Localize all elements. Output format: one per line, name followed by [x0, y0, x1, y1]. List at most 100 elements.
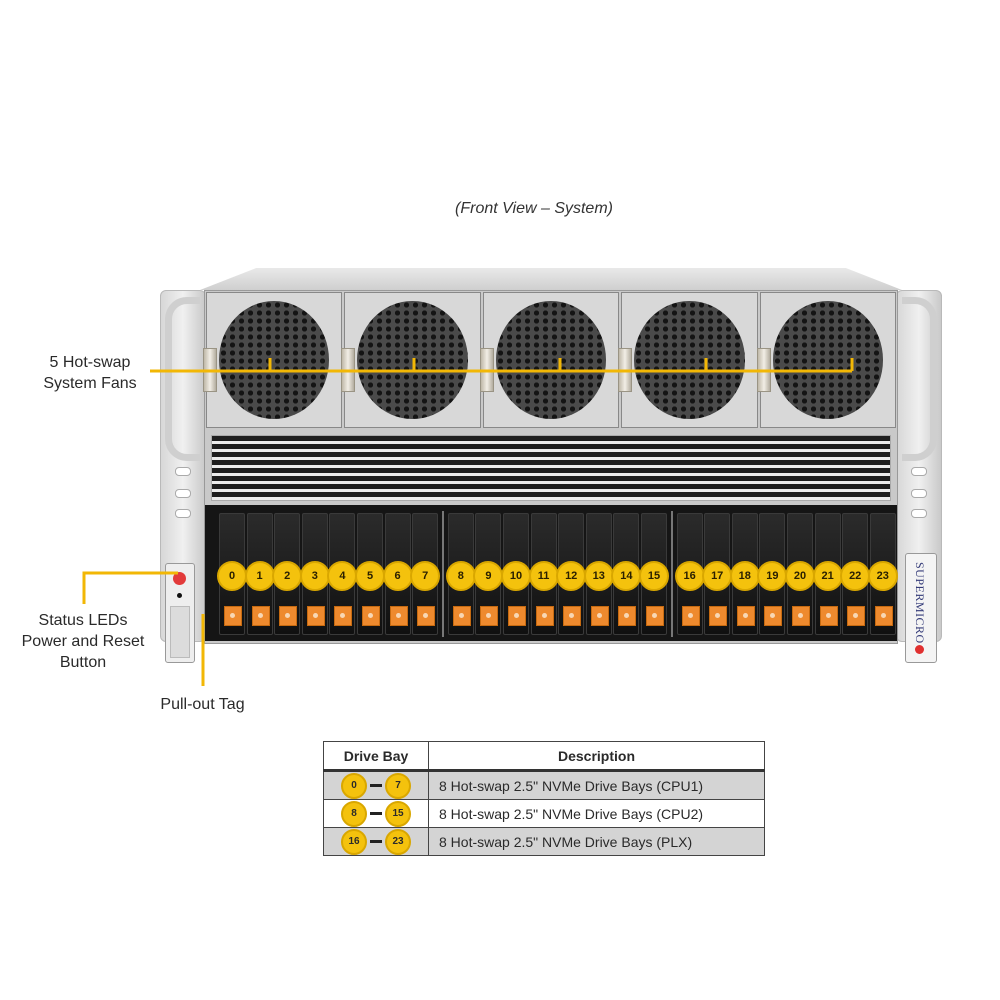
drive-release-tab[interactable] — [874, 606, 893, 626]
drive-bay[interactable]: 21 — [812, 513, 843, 635]
fan-latch[interactable] — [756, 348, 771, 392]
drive-release-tab[interactable] — [362, 606, 380, 626]
drive-bay-number: 13 — [583, 561, 614, 591]
brand-text: SUPERMICRO — [913, 562, 927, 644]
drive-release-tab[interactable] — [417, 606, 436, 626]
system-fan[interactable] — [756, 292, 897, 428]
bay-badge: 23 — [385, 828, 411, 855]
drive-bay-number: 2 — [272, 561, 303, 591]
drive-release-tab[interactable] — [279, 606, 298, 626]
left-handle[interactable] — [165, 297, 200, 461]
drive-bay[interactable]: 13 — [583, 513, 614, 635]
range-dash — [370, 784, 382, 787]
drive-bay[interactable]: 12 — [556, 513, 587, 635]
drive-release-tab[interactable] — [535, 606, 554, 626]
range-dash — [370, 840, 382, 843]
drive-release-tab[interactable] — [646, 606, 664, 626]
drive-release-tab[interactable] — [334, 606, 353, 626]
header-description: Description — [428, 741, 765, 772]
fan-latch[interactable] — [618, 348, 633, 392]
ear-slot — [911, 489, 927, 498]
bay-description: 8 Hot-swap 2.5" NVMe Drive Bays (CPU2) — [428, 799, 765, 828]
drive-release-tab[interactable] — [224, 606, 242, 626]
right-handle[interactable] — [902, 297, 937, 461]
drive-bay[interactable]: 22 — [840, 513, 871, 635]
drive-release-tab[interactable] — [847, 606, 866, 626]
drive-release-tab[interactable] — [736, 606, 755, 626]
brand-dot — [915, 645, 924, 654]
drive-release-tab[interactable] — [452, 606, 471, 626]
power-button-icon[interactable] — [173, 572, 186, 585]
status-leds — [170, 606, 190, 658]
drive-release-tab[interactable] — [792, 606, 810, 626]
fan-latch[interactable] — [341, 348, 356, 392]
drive-bay-number: 19 — [757, 561, 788, 591]
drive-bay[interactable]: 23 — [867, 513, 898, 635]
drive-bay[interactable]: 9 — [473, 513, 504, 635]
drive-bay[interactable]: 14 — [611, 513, 642, 635]
drive-release-tab[interactable] — [389, 606, 408, 626]
reset-button[interactable] — [177, 593, 182, 598]
system-fan[interactable] — [479, 292, 620, 428]
drive-bay-number: 8 — [445, 561, 476, 591]
drive-bay[interactable]: 8 — [445, 513, 476, 635]
header-drive-bay: Drive Bay — [323, 741, 429, 772]
drive-release-tab[interactable] — [508, 606, 526, 626]
drive-bay[interactable]: 17 — [702, 513, 733, 635]
status-callout-line2: Power and Reset — [21, 633, 145, 650]
drive-bay-number: 1 — [244, 561, 275, 591]
drive-bay[interactable]: 1 — [244, 513, 275, 635]
drive-bay[interactable]: 6 — [382, 513, 413, 635]
drive-bay-number: 10 — [501, 561, 531, 591]
drive-bay-number: 12 — [556, 561, 587, 591]
drive-release-tab[interactable] — [819, 606, 838, 626]
drive-bay[interactable]: 7 — [410, 513, 441, 635]
drive-bay[interactable]: 0 — [217, 513, 247, 635]
drive-bay[interactable]: 10 — [501, 513, 531, 635]
bay-badge: 15 — [385, 800, 411, 827]
drive-release-tab[interactable] — [251, 606, 270, 626]
drive-bay[interactable]: 20 — [785, 513, 815, 635]
ear-slot — [175, 467, 191, 476]
bay-badge: 16 — [341, 828, 367, 855]
system-fan[interactable] — [618, 292, 758, 428]
drive-release-tab[interactable] — [563, 606, 582, 626]
drive-release-tab[interactable] — [681, 606, 700, 626]
drive-bay-number: 14 — [611, 561, 642, 591]
drive-release-tab[interactable] — [764, 606, 783, 626]
drive-bay-number: 23 — [867, 561, 898, 591]
bay-badge: 7 — [385, 772, 411, 799]
fan-latch[interactable] — [203, 348, 217, 392]
drive-bay[interactable]: 15 — [639, 513, 669, 635]
drive-bay[interactable]: 16 — [674, 513, 705, 635]
fan-grill — [219, 301, 330, 419]
drive-bay-number: 17 — [702, 561, 733, 591]
right-rack-ear: SUPERMICRO — [896, 290, 942, 663]
figure-caption: (Front View – System) — [455, 200, 613, 217]
fan-latch[interactable] — [479, 348, 494, 392]
fans-callout-line2: System Fans — [43, 375, 137, 392]
bay-badge: 0 — [341, 772, 367, 799]
supermicro-logo: SUPERMICRO — [905, 553, 937, 663]
drive-release-tab[interactable] — [709, 606, 728, 626]
drive-release-tab[interactable] — [618, 606, 637, 626]
drive-bay[interactable]: 3 — [299, 513, 330, 635]
fan-grill — [634, 301, 745, 419]
drive-bay[interactable]: 18 — [729, 513, 760, 635]
fan-grill — [772, 301, 884, 419]
fan-grill — [357, 301, 468, 419]
drive-bay[interactable]: 2 — [272, 513, 303, 635]
drive-bay[interactable]: 5 — [355, 513, 385, 635]
drive-release-tab[interactable] — [590, 606, 609, 626]
system-fan[interactable] — [203, 292, 343, 428]
drive-bay[interactable]: 4 — [327, 513, 358, 635]
drive-bay[interactable]: 19 — [757, 513, 788, 635]
drive-release-tab[interactable] — [306, 606, 325, 626]
drive-bay[interactable]: 11 — [528, 513, 559, 635]
system-fan[interactable] — [341, 292, 481, 428]
ventilation-grill — [211, 435, 891, 501]
drive-release-tab[interactable] — [480, 606, 499, 626]
